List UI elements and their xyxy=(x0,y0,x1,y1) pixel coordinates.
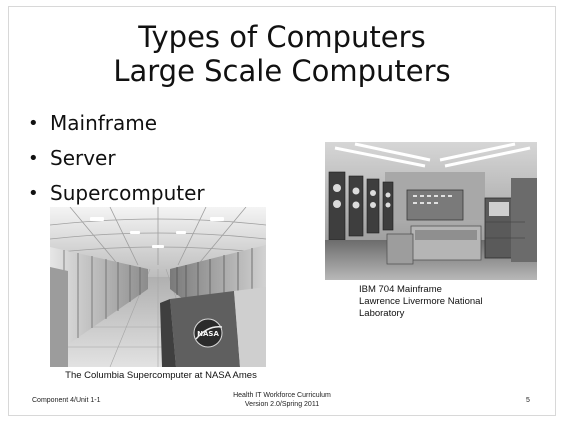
slide-title-line-2: Large Scale Computers xyxy=(113,54,451,88)
ibm-caption-line: Lawrence Livermore National xyxy=(359,296,483,307)
bullet-item: • Server xyxy=(28,141,205,176)
ibm-caption-line: IBM 704 Mainframe xyxy=(359,284,442,295)
footer-curriculum-line: Health IT Workforce Curriculum xyxy=(233,392,331,399)
nasa-logo-text: NASA xyxy=(197,330,219,338)
bullet-dot-icon: • xyxy=(28,183,39,204)
ibm-704-mainframe-photo xyxy=(325,142,537,280)
footer-curriculum-label: Health IT Workforce Curriculum Version 2… xyxy=(207,392,357,409)
nasa-logo: NASA xyxy=(193,318,223,348)
ibm-caption-line: Laboratory xyxy=(359,308,405,319)
slide-title: Types of Computers Large Scale Computers xyxy=(0,20,564,88)
bullet-dot-icon: • xyxy=(28,148,39,169)
bullet-dot-icon: • xyxy=(28,113,39,134)
slide-title-line-1: Types of Computers xyxy=(138,20,426,54)
bullet-item: • Supercomputer xyxy=(28,176,205,211)
footer-component-label: Component 4/Unit 1-1 xyxy=(32,397,101,404)
footer-version-line: Version 2.0/Spring 2011 xyxy=(244,400,320,408)
bullet-list: • Mainframe • Server • Supercomputer xyxy=(28,106,205,211)
bullet-item: • Mainframe xyxy=(28,106,205,141)
bullet-text: Server xyxy=(50,146,116,170)
page-number: 5 xyxy=(526,397,530,404)
slide-border xyxy=(8,6,556,416)
columbia-supercomputer-photo: NASA xyxy=(50,207,266,367)
bullet-text: Supercomputer xyxy=(50,181,205,205)
columbia-photo-caption: The Columbia Supercomputer at NASA Ames xyxy=(65,370,257,381)
bullet-text: Mainframe xyxy=(50,111,158,135)
ibm-photo-caption: IBM 704 Mainframe Lawrence Livermore Nat… xyxy=(359,284,539,320)
